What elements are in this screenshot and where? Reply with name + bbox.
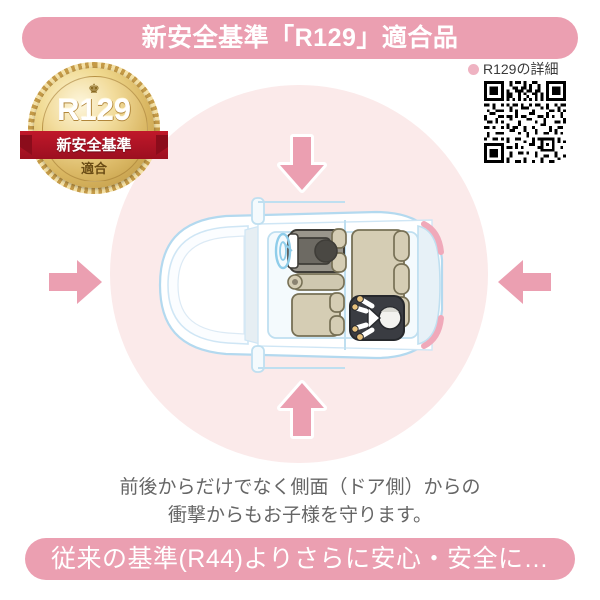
child-car-seat-icon <box>349 295 405 341</box>
driver-seat <box>287 228 347 273</box>
impact-arrow-left <box>45 255 107 309</box>
caption-block: 前後からだけでなく側面（ドア側）からの 衝撃からもお子様を守ります。 <box>0 474 600 529</box>
badge-ribbon: 新安全基準 <box>20 131 168 159</box>
badge-ribbon-text: 新安全基準 <box>56 136 132 154</box>
caption-line-1: 前後からだけでなく側面（ドア側）からの <box>119 477 481 498</box>
impact-arrow-bottom <box>275 378 329 440</box>
steering-wheel-icon <box>274 232 293 270</box>
bullet-dot-icon <box>468 63 479 75</box>
header-banner: 新安全基準「R129」適合品 <box>22 17 578 59</box>
qr-label-text: R129の詳細 <box>483 61 559 77</box>
qr-label-row: R129の詳細 <box>468 62 588 76</box>
front-passenger-seat <box>291 292 345 337</box>
header-banner-text: 新安全基準「R129」適合品 <box>141 23 459 52</box>
car-top-view <box>140 190 460 380</box>
qr-code-icon[interactable] <box>484 81 566 163</box>
badge-standard-code: R129 <box>56 92 132 127</box>
center-console <box>287 273 345 291</box>
r129-certification-seal: ♚ R129 新安全基準 適合 <box>20 62 168 194</box>
impact-arrow-top <box>275 133 329 195</box>
footer-banner: 従来の基準(R44)よりさらに安心・安全に… <box>25 538 575 580</box>
caption-line-2: 衝撃からもお子様を守ります。 <box>167 504 433 526</box>
badge-sub-text: 適合 <box>80 161 107 176</box>
impact-arrow-right <box>493 255 555 309</box>
qr-block[interactable]: R129の詳細 <box>468 62 588 163</box>
badge-inner-ring <box>42 76 148 182</box>
car-diagram-svg <box>158 197 444 373</box>
footer-banner-text: 従来の基準(R44)よりさらに安心・安全に… <box>50 544 549 573</box>
crown-icon: ♚ <box>88 81 100 96</box>
